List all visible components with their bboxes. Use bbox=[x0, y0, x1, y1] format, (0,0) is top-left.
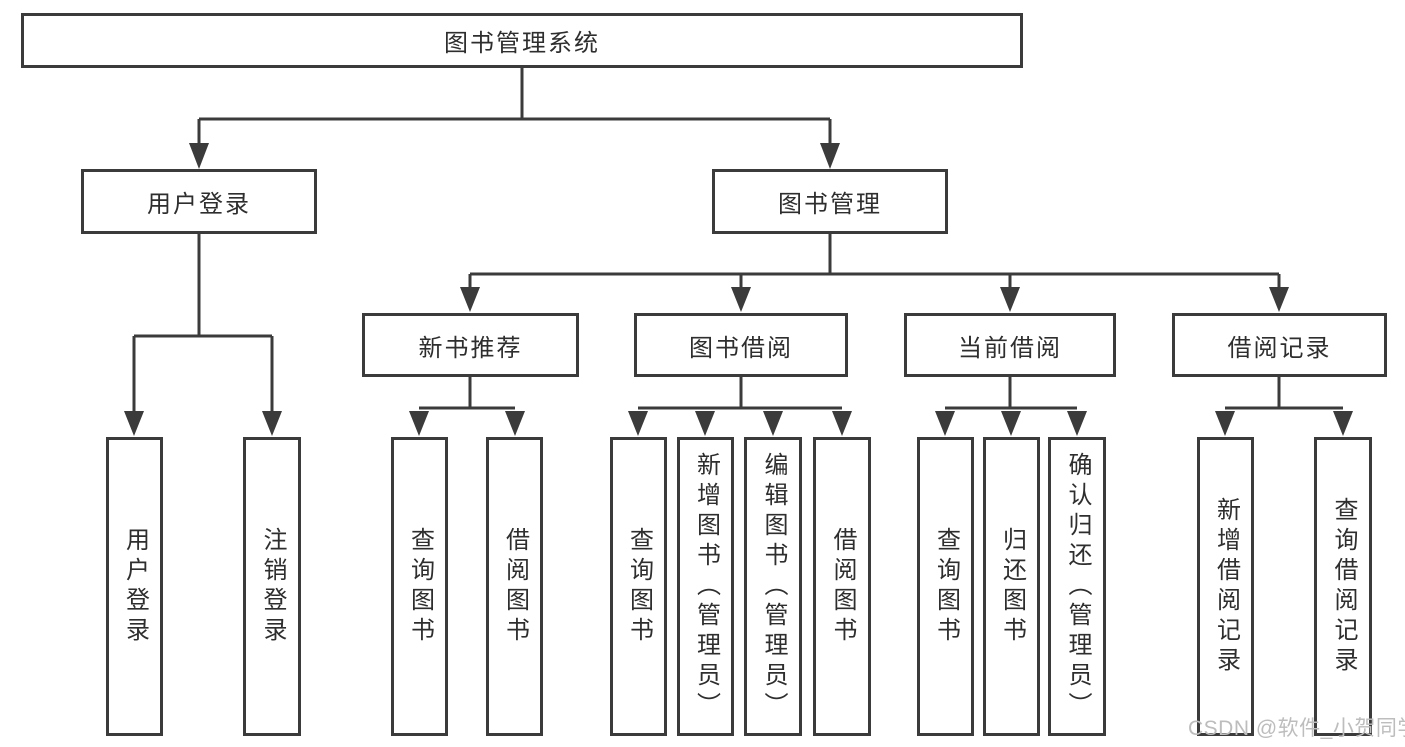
connector-borrow-record-to-leaves bbox=[1215, 377, 1353, 436]
leaf-query-book-3: 查询图书 bbox=[917, 437, 974, 736]
leaf-query-book-3-label: 查询图书 bbox=[932, 526, 960, 647]
leaf-logout-login: 注销登录 bbox=[243, 437, 301, 736]
leaf-add-book-admin-label: 新增图书（管理员） bbox=[692, 451, 720, 722]
leaf-edit-book-admin: 编辑图书（管理员） bbox=[744, 437, 802, 736]
leaf-add-borrow-record-label: 新增借阅记录 bbox=[1212, 496, 1240, 677]
node-current-borrow: 当前借阅 bbox=[904, 313, 1116, 377]
node-root-label: 图书管理系统 bbox=[444, 30, 600, 57]
leaf-borrow-book-2-label: 借阅图书 bbox=[829, 526, 856, 647]
leaf-confirm-return-admin-label: 确认归还（管理员） bbox=[1064, 451, 1091, 722]
node-book-mgmt: 图书管理 bbox=[712, 169, 948, 234]
connector-book-borrow-to-leaves bbox=[628, 377, 852, 436]
leaf-confirm-return-admin: 确认归还（管理员） bbox=[1048, 437, 1106, 736]
connector-new-book-rec-to-leaves bbox=[409, 377, 525, 436]
node-book-borrow: 图书借阅 bbox=[634, 313, 848, 377]
leaf-add-borrow-record: 新增借阅记录 bbox=[1197, 437, 1254, 736]
node-book-mgmt-label: 图书管理 bbox=[778, 191, 882, 218]
leaf-query-borrow-record-label: 查询借阅记录 bbox=[1330, 496, 1357, 677]
node-new-book-rec-label: 新书推荐 bbox=[418, 334, 523, 362]
node-user-login: 用户登录 bbox=[81, 169, 317, 234]
leaf-user-login: 用户登录 bbox=[106, 437, 163, 736]
node-root: 图书管理系统 bbox=[21, 13, 1023, 68]
node-borrow-record-label: 借阅记录 bbox=[1227, 334, 1332, 362]
leaf-borrow-book-1-label: 借阅图书 bbox=[501, 526, 529, 647]
leaf-edit-book-admin-label: 编辑图书（管理员） bbox=[760, 451, 787, 722]
node-borrow-record: 借阅记录 bbox=[1172, 313, 1387, 377]
connector-current-borrow-to-leaves bbox=[935, 377, 1087, 436]
leaf-query-book-1-label: 查询图书 bbox=[406, 526, 434, 647]
node-user-login-label: 用户登录 bbox=[147, 191, 251, 218]
leaf-query-book-2: 查询图书 bbox=[610, 437, 667, 736]
leaf-return-book-label: 归还图书 bbox=[998, 526, 1026, 647]
leaf-query-book-2-label: 查询图书 bbox=[625, 526, 653, 647]
leaf-query-book-1: 查询图书 bbox=[391, 437, 448, 736]
connector-user-login-to-leaves bbox=[124, 234, 282, 436]
leaf-borrow-book-1: 借阅图书 bbox=[486, 437, 543, 736]
leaf-query-borrow-record: 查询借阅记录 bbox=[1314, 437, 1372, 736]
leaf-user-login-label: 用户登录 bbox=[121, 526, 149, 647]
node-new-book-rec: 新书推荐 bbox=[362, 313, 579, 377]
node-book-borrow-label: 图书借阅 bbox=[689, 334, 793, 362]
leaf-logout-login-label: 注销登录 bbox=[259, 526, 286, 647]
csdn-watermark: CSDN @软件_小贺同学 bbox=[1188, 717, 1405, 740]
connector-book-mgmt-to-level3 bbox=[460, 234, 1289, 312]
leaf-add-book-admin: 新增图书（管理员） bbox=[677, 437, 734, 736]
leaf-return-book: 归还图书 bbox=[983, 437, 1040, 736]
connector-root-to-level2 bbox=[189, 68, 840, 169]
node-current-borrow-label: 当前借阅 bbox=[958, 334, 1062, 362]
leaf-borrow-book-2: 借阅图书 bbox=[813, 437, 871, 736]
